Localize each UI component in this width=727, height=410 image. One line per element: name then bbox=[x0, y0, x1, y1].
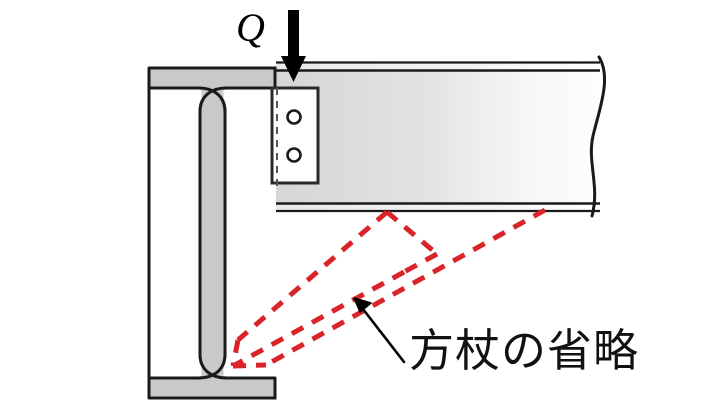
leader-arrow-group bbox=[353, 297, 406, 364]
beam-top-flange bbox=[276, 61, 600, 72]
brace-end-cap-top-b bbox=[402, 251, 439, 275]
brace-edge-lower bbox=[264, 207, 547, 368]
leader-arrow-shaft bbox=[354, 298, 406, 364]
column-outline-top bbox=[147, 66, 277, 400]
column-top-flange bbox=[150, 69, 275, 87]
beam-group bbox=[276, 55, 607, 218]
omitted-knee-brace bbox=[230, 207, 547, 369]
column-web bbox=[201, 86, 224, 380]
load-arrow-group bbox=[281, 10, 306, 82]
brace-omission-label: 方杖の省略 bbox=[409, 324, 640, 377]
column-group bbox=[147, 66, 277, 400]
brace-end-cap-bottom bbox=[230, 339, 241, 367]
column-fillet-right bbox=[198, 86, 275, 380]
load-label-q: Q bbox=[236, 5, 265, 50]
beam-web-body bbox=[276, 61, 600, 212]
beam-break-line-icon bbox=[589, 55, 607, 218]
brace-inner-edge bbox=[231, 269, 406, 369]
brace-edge-upper bbox=[236, 210, 389, 342]
beam-bottom-flange bbox=[276, 202, 600, 213]
bolt-hole-upper bbox=[286, 109, 302, 125]
load-arrow-down-icon bbox=[281, 10, 306, 82]
leader-arrow-head-icon bbox=[353, 297, 372, 313]
brace-end-cap-top bbox=[385, 210, 439, 256]
bolt-hole-lower bbox=[286, 147, 302, 163]
column-fillet-left bbox=[149, 86, 227, 380]
gusset-plate bbox=[270, 86, 320, 185]
gusset-plate-group bbox=[270, 86, 320, 186]
column-bottom-flange bbox=[150, 379, 275, 397]
brace-end-cap-bottom-b bbox=[232, 362, 267, 369]
